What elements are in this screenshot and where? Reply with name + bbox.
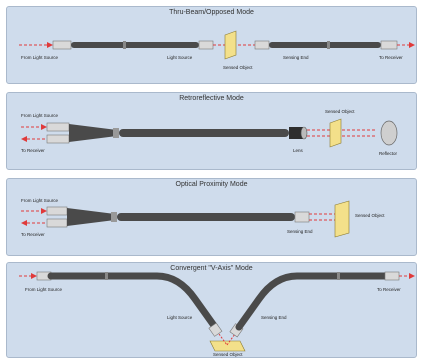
- connector-right: [380, 40, 398, 50]
- label-to-receiver: To Receiver: [21, 232, 45, 237]
- connector-bottom: [46, 134, 70, 144]
- label-sensing-end: Sensing End: [261, 315, 287, 320]
- label-sensed-object: Sensed Object: [355, 213, 385, 218]
- reflector: [380, 120, 398, 146]
- sensed-object: [224, 30, 237, 60]
- sensed-object: [209, 340, 246, 352]
- sensing-end: [294, 211, 310, 223]
- cable-right: [269, 42, 381, 48]
- beam-arrow: [41, 124, 47, 130]
- beam-arrow: [31, 273, 37, 279]
- cable-band: [327, 41, 330, 49]
- label-from-light-source: From Light Source: [21, 55, 59, 60]
- connector-bottom: [46, 218, 68, 228]
- sensed-object: [334, 200, 350, 238]
- label-light-source: Light Source: [167, 55, 193, 60]
- junction: [111, 212, 117, 222]
- convergent-drawing: [19, 271, 415, 352]
- beam-arrow: [409, 273, 415, 279]
- cable-main: [117, 213, 295, 221]
- label-to-receiver: To Receiver: [377, 287, 401, 292]
- retroreflective-drawing: [21, 118, 398, 148]
- connector-top: [46, 122, 70, 132]
- panel-retroreflective: Retroreflective Mode From Light Source T…: [6, 92, 417, 170]
- label-from-light-source: From Light Source: [21, 198, 59, 203]
- optical-proximity-drawing: [21, 200, 350, 238]
- connector-top: [46, 206, 68, 216]
- lens: [300, 126, 308, 140]
- panel-convergent-v-axis: Convergent "V-Axis" Mode From Light Sour…: [6, 262, 417, 358]
- beam-arrow: [21, 220, 27, 226]
- connector-left: [52, 40, 72, 50]
- label-sensing-end: Sensing End: [287, 229, 313, 234]
- label-sensed-object: Sensed Object: [223, 65, 253, 70]
- light-source-end: [198, 40, 214, 50]
- label-to-receiver: To Receiver: [21, 148, 45, 153]
- label-from-light-source: From Light Source: [25, 287, 63, 292]
- sensing-end: [254, 40, 270, 50]
- cable-band: [105, 272, 108, 280]
- label-to-receiver: To Receiver: [379, 55, 403, 60]
- panel-title: Thru-Beam/Opposed Mode: [169, 9, 254, 16]
- label-sensed-object: Sensed Object: [213, 352, 243, 357]
- panel-title: Retroreflective Mode: [179, 95, 244, 102]
- panel-title: Convergent "V-Axis" Mode: [170, 265, 253, 272]
- light-source-end: [208, 322, 223, 337]
- cable-left: [71, 42, 199, 48]
- bifurcated-cable: [69, 124, 117, 142]
- connector-right: [384, 271, 400, 281]
- beam-down: [218, 333, 228, 346]
- beam-arrow: [409, 42, 415, 48]
- label-reflector: Reflector: [379, 151, 398, 156]
- junction: [113, 128, 119, 138]
- panel-thru-beam: Thru-Beam/Opposed Mode From Light Source…: [6, 6, 417, 84]
- label-light-source: Light Source: [167, 315, 193, 320]
- beam-up: [226, 333, 236, 346]
- cable-right: [235, 272, 389, 331]
- cable-band: [337, 272, 340, 280]
- panel-optical-proximity: Optical Proximity Mode From Light Source…: [6, 178, 417, 256]
- label-lens: Lens: [293, 148, 303, 153]
- cable-main: [119, 129, 289, 137]
- beam-arrow: [41, 208, 47, 214]
- beam-arrow: [47, 42, 53, 48]
- label-sensing-end: Sensing End: [283, 55, 309, 60]
- beam-arrow: [21, 136, 27, 142]
- label-sensed-object: Sensed Object: [325, 109, 355, 114]
- cable-left: [47, 272, 219, 331]
- label-from-light-source: From Light Source: [21, 113, 59, 118]
- lens-housing: [289, 127, 303, 139]
- cable-band: [123, 41, 126, 49]
- thru-beam-drawing: [19, 30, 415, 60]
- sensed-object: [329, 118, 342, 148]
- bifurcated-cable: [67, 208, 115, 226]
- panel-title: Optical Proximity Mode: [175, 181, 248, 188]
